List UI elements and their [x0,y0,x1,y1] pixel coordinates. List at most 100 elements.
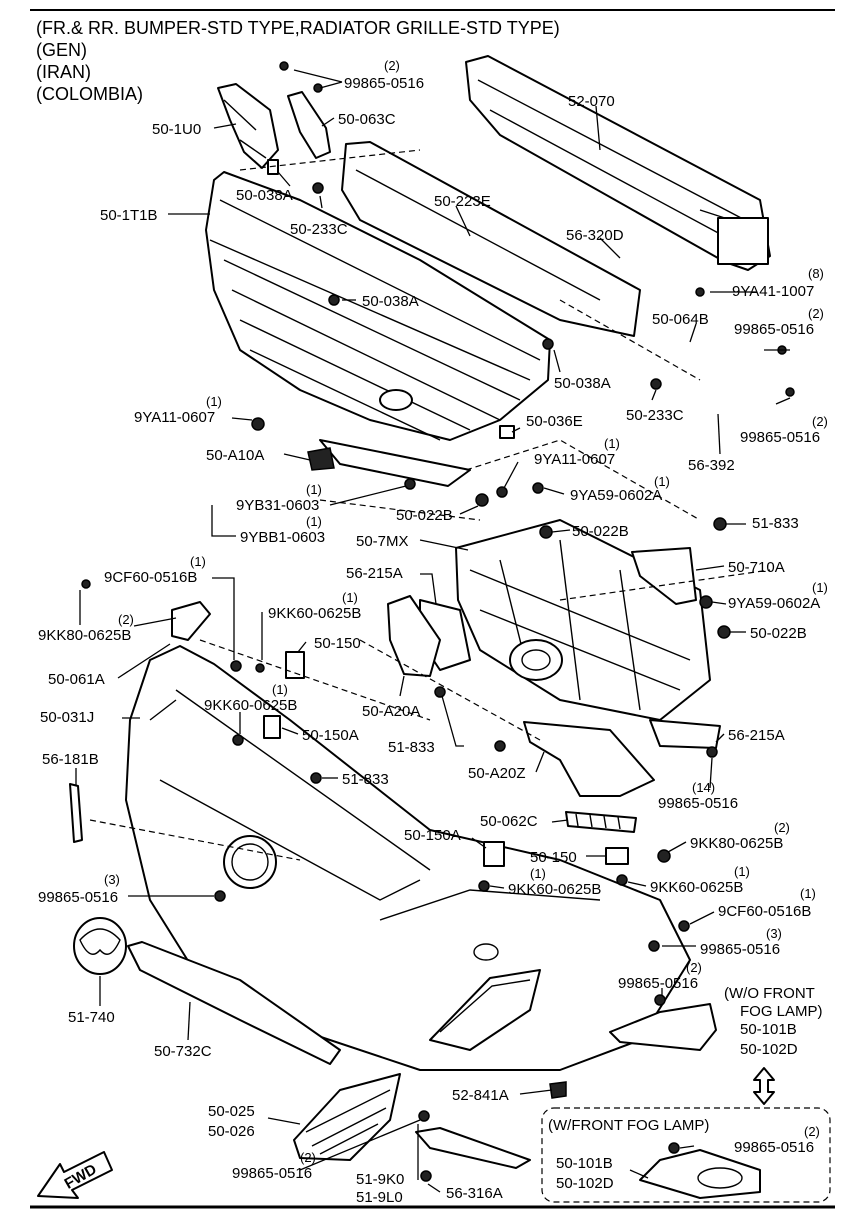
part-label-50-150a: 50-150A [302,727,359,744]
part-label-50-064b: 50-064B [652,311,709,328]
header-line3: (IRAN) [36,62,91,82]
qty-label: (1) [306,514,322,529]
part-label-9ya41-1007: 9YA41-1007 [732,283,814,300]
part-label-50-a20a: 50-A20A [362,703,420,720]
part-label-50-a20z: 50-A20Z [468,765,526,782]
part-label-50-233c: 50-233C [626,407,684,424]
part-label-50-710a: 50-710A [728,559,785,576]
part-label-50-022b: 50-022B [750,625,807,642]
part-label-50-026: 50-026 [208,1123,255,1140]
qty-label: (14) [692,780,715,795]
part-label-56-181b: 56-181B [42,751,99,768]
seal-56-181b-shape [69,783,83,843]
absorber-50-223e-shape [341,141,641,337]
assembly-dashed-lines [89,149,771,861]
part-label-9cf60-0516b: 9CF60-0516B [104,569,197,586]
part-label-52-070: 52-070 [568,93,615,110]
fog-cover-with-lamp-shape [639,1149,761,1199]
part-label-99865-0516: 99865-0516 [38,889,118,906]
lower-grille-50-a10a-shape [307,439,471,487]
qty-label: (1) [604,436,620,451]
part-label-50-101b: 50-101B [740,1021,797,1038]
qty-label: (2) [774,820,790,835]
lip-50-732c-shape [127,941,341,1065]
front-bumper-shape [125,645,691,1071]
bracket-50-061a-shape [171,601,211,641]
bumper-reinforcement-shape [465,55,771,271]
with-fog-lamp-box [541,1107,831,1203]
part-label-50-732c: 50-732C [154,1043,212,1060]
part-label-50-7mx: 50-7MX [356,533,409,550]
qty-label: (2) [812,414,828,429]
part-label-9ya11-0607: 9YA11-0607 [134,409,215,426]
part-label-51-833: 51-833 [752,515,799,532]
part-label-99865-0516: 99865-0516 [658,795,738,812]
part-label-50-102d: 50-102D [740,1041,798,1058]
qty-label: (1) [272,682,288,697]
part-label-50-101b: 50-101B [556,1155,613,1172]
qty-label: (1) [734,864,750,879]
part-label-50-038a: 50-038A [236,187,293,204]
part-label-99865-0516: 99865-0516 [618,975,698,992]
part-label-51-833: 51-833 [342,771,389,788]
emblem-51-740-shape [73,917,127,975]
part-label-9kk80-0625b: 9KK80-0625B [690,835,783,852]
part-label-50-025: 50-025 [208,1103,255,1120]
part-label-50-038a: 50-038A [362,293,419,310]
bracket-50-a20a-shape [387,595,441,677]
part-label-9ya59-0602a: 9YA59-0602A [570,487,662,504]
part-label-99865-0516: 99865-0516 [740,429,820,446]
with-fog-lamp-label: (W/FRONT FOG LAMP) [548,1117,709,1134]
part-label-50-061a: 50-061A [48,671,105,688]
qty-label: (2) [804,1124,820,1139]
deflector-56-215a-right-shape [649,719,721,749]
part-label-50-a10a: 50-A10A [206,447,264,464]
part-label-9ya59-0602a: 9YA59-0602A [728,595,820,612]
part-label-51-740: 51-740 [68,1009,115,1026]
radiator-grille-shape [205,171,551,441]
qty-label: (2) [118,612,134,627]
qty-label: (2) [300,1150,316,1165]
qty-label: (1) [530,866,546,881]
bracket-50-a20z-shape [523,721,655,797]
part-label-56-392: 56-392 [688,457,735,474]
part-label-56-215a: 56-215A [346,565,403,582]
header-line1: (FR.& RR. BUMPER-STD TYPE,RADIATOR GRILL… [36,18,560,38]
part-label-9cf60-0516b: 9CF60-0516B [718,903,811,920]
leader-lines [75,69,791,1193]
fwd-arrow-icon: FWD [37,1151,113,1199]
qty-label: (1) [190,554,206,569]
qty-label: (2) [808,306,824,321]
part-label-99865-0516: 99865-0516 [232,1165,312,1182]
part-label-99865-0516: 99865-0516 [344,75,424,92]
part-label-56-215a: 56-215A [728,727,785,744]
bracket-50-062c-shape [565,811,637,833]
part-label-9kk60-0625b: 9KK60-0625B [508,881,601,898]
qty-label: (2) [384,58,400,73]
part-label-50-102d: 50-102D [556,1175,614,1192]
header-line4: (COLOMBIA) [36,84,143,104]
double-arrow-icon [753,1067,775,1105]
without-fog-lamp-label: (W/O FRONT [724,985,815,1002]
part-label-9kk60-0625b: 9KK60-0625B [268,605,361,622]
part-label-50-1t1b: 50-1T1B [100,207,158,224]
part-label-50-150: 50-150 [530,849,577,866]
part-label-50-150: 50-150 [314,635,361,652]
qty-label: (8) [808,266,824,281]
part-label-9yb31-0603: 9YB31-0603 [236,497,319,514]
part-label-50-038a: 50-038A [554,375,611,392]
part-label-50-1u0: 50-1U0 [152,121,201,138]
part-label-9kk60-0625b: 9KK60-0625B [650,879,743,896]
part-label-56-320d: 56-320D [566,227,624,244]
fog-cover-without-lamp-shape [609,1003,717,1051]
part-label-51-9k0: 51-9K0 [356,1171,404,1188]
panel-50-710a-shape [631,547,697,605]
part-label-50-022b: 50-022B [572,523,629,540]
qty-label: (1) [812,580,828,595]
part-label-51-9l0: 51-9L0 [356,1189,403,1206]
part-label-52-841a: 52-841A [452,1087,509,1104]
bracket-50-063c-shape [287,91,331,159]
part-label-56-316a: 56-316A [446,1185,503,1202]
part-label-50-150a: 50-150A [404,827,461,844]
qty-label: (2) [686,960,702,975]
